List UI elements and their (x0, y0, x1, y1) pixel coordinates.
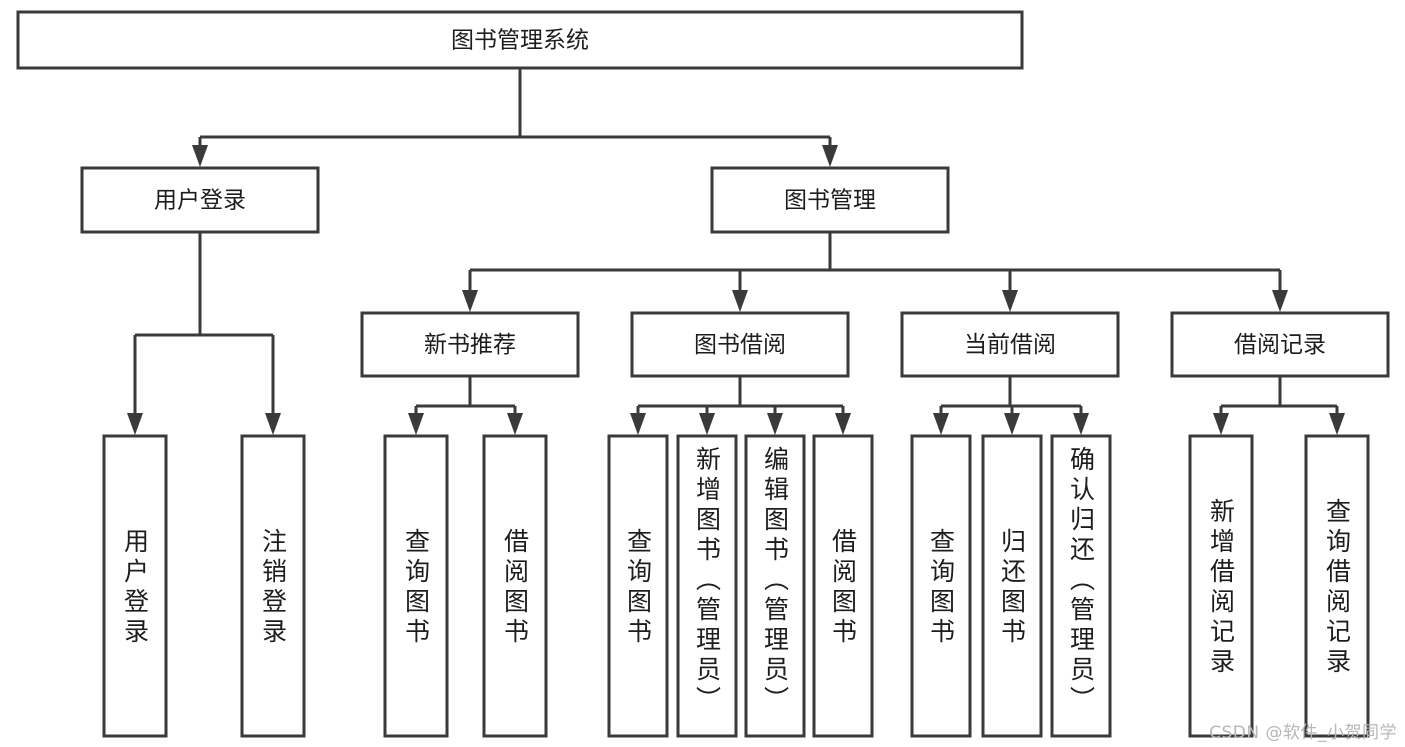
arrow-head-ul-leaf-user-login (127, 413, 143, 435)
leaf-leaf-user-logout[interactable] (240, 434, 306, 738)
node-book-borrow[interactable] (630, 311, 850, 378)
leaf-leaf-return-book[interactable] (981, 434, 1043, 738)
arrow-head-br-leaf-add-record (1213, 413, 1229, 435)
node-book-manage[interactable] (710, 166, 950, 234)
connector-layer (127, 68, 1345, 435)
leaf-leaf-edit-book[interactable] (744, 434, 806, 738)
leaf-leaf-borrow-book-b[interactable] (812, 434, 874, 738)
leaf-leaf-query-book-c[interactable] (910, 434, 972, 738)
node-label-new-book-rec: 新书推荐 (424, 332, 516, 358)
leaf-leaf-query-record[interactable] (1304, 434, 1370, 738)
arrow-head-root-user-login (192, 145, 208, 167)
leaf-leaf-add-book[interactable] (676, 434, 738, 738)
arrow-head-br-leaf-query-record (1329, 413, 1345, 435)
node-label-user-login: 用户登录 (154, 188, 246, 214)
arrow-head-bb-leaf-borrow-book-b (835, 413, 851, 435)
node-borrow-record[interactable] (1170, 311, 1390, 378)
arrow-head-bb-leaf-add-book (699, 413, 715, 435)
leaf-leaf-borrow-book-rec[interactable] (482, 434, 548, 738)
leaf-leaf-user-login[interactable] (102, 434, 168, 738)
arrow-head-bm-borrow-record (1272, 290, 1288, 312)
node-root[interactable] (16, 10, 1024, 70)
node-box-layer (16, 10, 1390, 738)
arrow-head-cb-leaf-query-book-c (933, 413, 949, 435)
node-new-book-rec[interactable] (360, 311, 580, 378)
arrow-head-ul-leaf-user-logout (265, 413, 281, 435)
leaf-leaf-query-book-b[interactable] (607, 434, 669, 738)
node-label-book-borrow: 图书借阅 (694, 332, 786, 358)
arrow-head-bm-book-borrow (732, 290, 748, 312)
leaf-leaf-query-book-rec[interactable] (383, 434, 449, 738)
node-label-book-manage: 图书管理 (784, 188, 876, 214)
leaf-leaf-add-record[interactable] (1188, 434, 1254, 738)
arrow-head-bb-leaf-edit-book (767, 413, 783, 435)
arrow-head-cb-leaf-confirm-return (1073, 413, 1089, 435)
node-current-borrow[interactable] (900, 311, 1120, 378)
arrow-head-nbr-leaf-query-book-rec (408, 413, 424, 435)
arrow-head-root-book-manage (822, 145, 838, 167)
node-user-login[interactable] (80, 166, 320, 234)
arrow-head-cb-leaf-return-book (1004, 413, 1020, 435)
arrow-head-bm-new-book-rec (462, 290, 478, 312)
arrow-head-bb-leaf-query-book-b (630, 413, 646, 435)
node-label-current-borrow: 当前借阅 (964, 332, 1056, 358)
arrow-head-nbr-leaf-borrow-book-rec (507, 413, 523, 435)
arrow-head-bm-current-borrow (1002, 290, 1018, 312)
leaf-leaf-confirm-return[interactable] (1050, 434, 1112, 738)
node-label-root: 图书管理系统 (451, 28, 589, 54)
node-label-borrow-record: 借阅记录 (1234, 332, 1326, 358)
